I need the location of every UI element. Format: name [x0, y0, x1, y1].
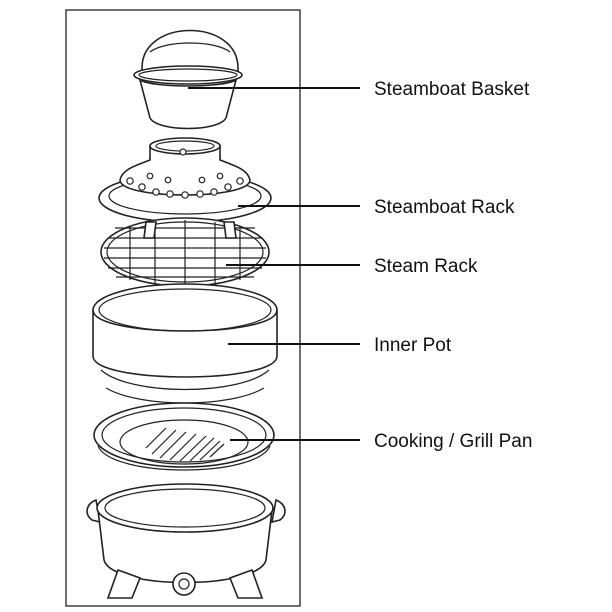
base-unit-part [86, 483, 286, 599]
label-steamboat-basket: Steamboat Basket [374, 79, 530, 100]
label-inner-pot: Inner Pot [374, 335, 452, 356]
steamboat-rack-part [98, 137, 272, 223]
frame-border [65, 9, 301, 607]
grill-pan-part [93, 402, 275, 471]
steam-rack-part [100, 217, 270, 287]
label-grill-pan: Cooking / Grill Pan [374, 431, 532, 452]
steamboat-basket-part [133, 29, 243, 130]
label-steam-rack: Steam Rack [374, 256, 478, 277]
inner-pot-part [92, 283, 278, 404]
label-steamboat-rack: Steamboat Rack [374, 197, 515, 218]
